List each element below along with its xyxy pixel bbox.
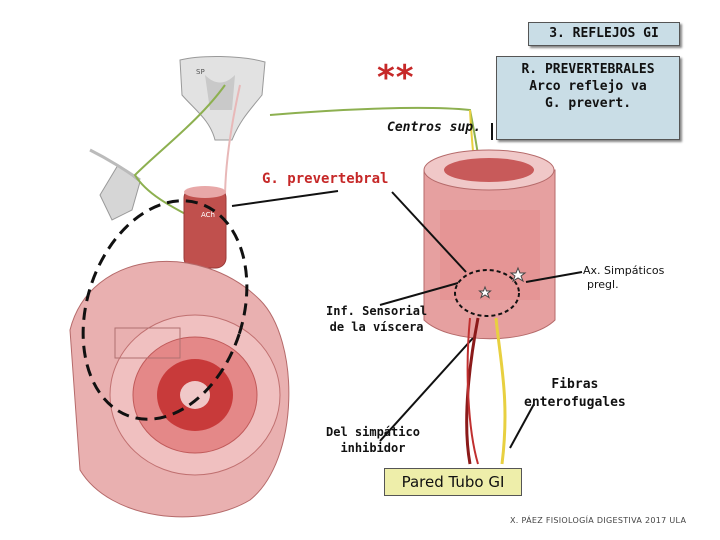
reflex-line-2: Arco reflejo va: [529, 79, 647, 94]
label-g-prevertebral: G. prevertebral: [262, 171, 389, 187]
reflex-description-box: R. PREVERTEBRALES Arco reflejo va G. pre…: [496, 56, 680, 140]
prevertebral-ganglion: [183, 186, 227, 269]
label-fibras-enterofugales: Fibras enterofugales: [524, 376, 626, 412]
label-centros-sup: Centros sup.: [387, 120, 481, 135]
intestine-cross-section: [69, 260, 290, 518]
sympathetic-chain-ganglion: [89, 148, 141, 221]
label-ax-simpaticos: Ax. Simpáticos pregl.: [583, 264, 664, 292]
label-inf-sensorial: Inf. Sensorial de la víscera: [326, 303, 427, 335]
reflex-line-1: R. PREVERTEBRALES: [521, 62, 655, 77]
label-ach: ACh: [201, 211, 215, 219]
label-sp: SP: [196, 68, 205, 76]
star-marker-icon: [478, 285, 492, 299]
gi-tube-segment: [423, 149, 556, 340]
efferent-fibers: [465, 317, 507, 465]
label-line: de la víscera: [329, 320, 424, 334]
pointer-lines: [231, 123, 583, 449]
label-line: Del simpático: [326, 425, 420, 439]
reflex-line-3: G. prevert.: [544, 96, 632, 111]
section-title: 3. REFLEJOS GI: [528, 22, 680, 46]
label-line: enterofugales: [524, 395, 626, 410]
label-line: Ax. Simpáticos: [583, 264, 665, 277]
label-del-simpatico: Del simpático inhibidor: [326, 424, 420, 456]
dashed-ganglion-circle: [454, 269, 520, 317]
label-line: pregl.: [587, 278, 619, 291]
label-line: inhibidor: [340, 441, 406, 455]
label-pared-tubo-gi: Pared Tubo GI: [384, 468, 522, 496]
credit-footer: X. PÁEZ FISIOLOGÍA DIGESTIVA 2017 ULA: [510, 516, 687, 525]
star-marker-icon: [509, 266, 527, 283]
label-line: Inf. Sensorial: [326, 304, 428, 318]
label-line: Fibras: [551, 377, 599, 392]
dashed-highlight-outline: [81, 199, 249, 421]
spinal-cord-illustration: [179, 56, 266, 141]
emphasis-stars: **: [377, 58, 415, 98]
